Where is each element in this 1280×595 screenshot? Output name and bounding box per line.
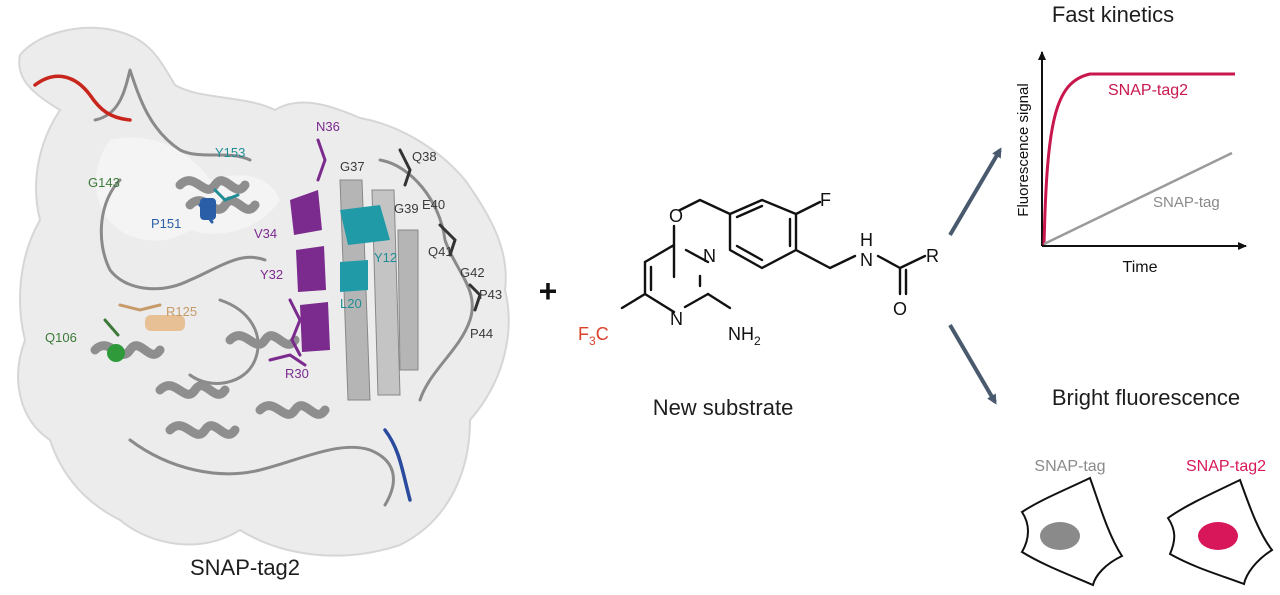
snap-tag-series-label: SNAP-tag [1153,194,1220,211]
cf3-bond [620,292,647,310]
c-terminal-tail [383,428,412,502]
benzene-double-bonds [735,204,792,262]
coil-loop-right [378,158,474,402]
alpha-helix-lower-left [90,341,240,439]
residue-label-e40: E40 [422,197,445,212]
beta-strand-purple [290,190,330,352]
pyrimidine-double-bonds [649,265,702,292]
residue-label-g37: G37 [340,159,365,174]
ether-bonds [672,198,732,247]
r-group: R [926,246,939,266]
residue-label-p43: P43 [479,287,502,302]
x-axis-label: Time [1123,259,1158,276]
nh2-group: NH2 [728,324,761,348]
alpha-helix-lower-mid [225,331,330,419]
residue-label-q106: Q106 [45,330,77,345]
tan-strand-patch [145,315,185,331]
beta-strand-cyan [340,205,390,292]
coil-loop-left [99,178,267,291]
coil-loop-bottom [128,438,395,507]
amide-carbonyl [876,254,927,296]
green-residue-sphere [107,344,125,362]
residue-label-p44: P44 [470,326,493,341]
protein-caption: SNAP-tag2 [190,555,300,580]
protein-surface-lobe [95,137,280,241]
cf3-group: F3C [578,324,609,348]
n-terminal-tail [33,74,132,122]
cell-right-label: SNAP-tag2 [1186,458,1266,475]
ether-oxygen: O [669,206,683,226]
carbonyl-oxygen: O [893,299,907,319]
residue-label-y12: Y12 [374,250,397,265]
residue-label-y153: Y153 [215,145,245,160]
cell-right-nucleus [1198,522,1238,550]
residue-label-q38: Q38 [412,149,437,164]
benzene-ring [728,198,798,270]
residue-label-l20: L20 [340,296,362,311]
brightness-panel: Bright fluorescence SNAP-tag SNAP-tag2 [1020,385,1274,587]
coil-loop-top [93,68,252,162]
cell-left-label: SNAP-tag [1034,458,1105,475]
kinetics-chart: Fast kinetics Fluorescence signal Time S… [1015,2,1247,276]
beta-strand-gray-3 [397,229,419,371]
residue-label-q41: Q41 [428,244,453,259]
residue-label-g143: G143 [88,175,120,190]
blue-helix-patch [200,198,216,220]
residue-label-g42: G42 [460,265,485,280]
substrate-structure: O F N N H N R O F3C NH2 New substrate [578,190,939,420]
residue-label-r30: R30 [285,366,309,381]
amide-chain [794,248,857,270]
snap-tag-line [1043,151,1233,246]
residue-label-y32: Y32 [260,267,283,282]
cell-left-nucleus [1040,522,1080,550]
residue-label-g39: G39 [394,201,419,216]
residue-label-r125: R125 [166,304,197,319]
pyrimidine-ring [643,243,710,314]
fluorine-atom: F [820,190,831,210]
pyrimidine-nitrogen-bottom: N [670,309,683,329]
coil-loop-mid [188,298,260,385]
brightness-title: Bright fluorescence [1052,385,1240,410]
y-axis-label: Fluorescence signal [1015,83,1032,216]
protein-surface [17,26,510,557]
snap-tag2-series-label: SNAP-tag2 [1108,82,1188,99]
residue-label-v34: V34 [254,226,277,241]
pyrimidine-nitrogen-top: N [703,246,716,266]
amine-bond [706,292,732,310]
residue-label-n36: N36 [316,119,340,134]
amide-hydrogen: H [860,230,873,250]
substrate-caption: New substrate [653,395,794,420]
snap-tag2-curve [1042,72,1235,246]
residue-label-p151: P151 [151,216,181,231]
plus-sign: + [539,273,558,309]
kinetics-title: Fast kinetics [1052,2,1174,27]
fluorine-bond [794,200,822,216]
arrow-to-kinetics [948,147,1002,237]
amide-nitrogen: N [860,250,873,270]
arrow-to-brightness [948,323,997,405]
